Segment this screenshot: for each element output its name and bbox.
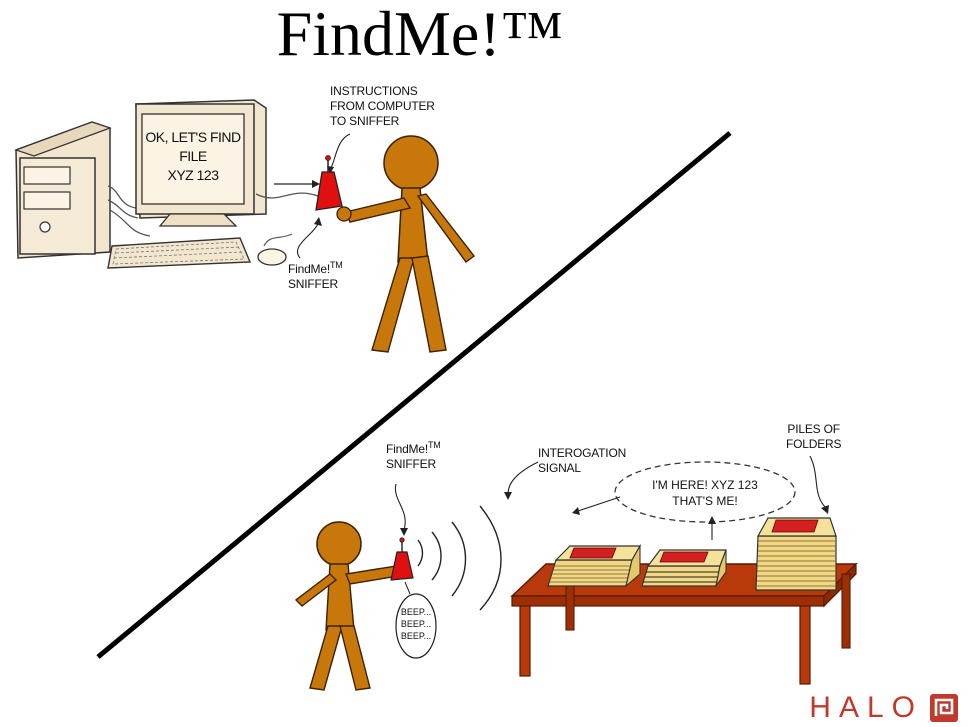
halo-spiral-icon bbox=[930, 694, 958, 722]
sniffer-label-bottom-line-1: FindMe! bbox=[386, 442, 428, 456]
interrogation-signal-label: INTEROGATION SIGNAL bbox=[538, 446, 626, 476]
screen-line-3: XYZ 123 bbox=[167, 167, 219, 183]
sniffer-label-bottom: FindMe!TM SNIFFER bbox=[386, 438, 441, 472]
piles-line-2: FOLDERS bbox=[786, 437, 842, 451]
instructions-line-1: INSTRUCTIONS bbox=[330, 84, 418, 98]
sniffer-label-top: FindMe!TM SNIFFER bbox=[288, 258, 343, 292]
folder-pile-middle bbox=[641, 549, 727, 587]
folder-pile-right bbox=[755, 517, 837, 591]
signal-line-2: SIGNAL bbox=[538, 461, 581, 475]
sniffer-device-top bbox=[315, 155, 343, 211]
sniffer-label-top-line-2: SNIFFER bbox=[288, 277, 338, 291]
halo-logo: HALO bbox=[809, 693, 959, 723]
diagonal-divider bbox=[96, 131, 732, 659]
instructions-line-3: TO SNIFFER bbox=[330, 114, 400, 128]
trademark-mark: TM bbox=[427, 440, 441, 450]
piles-line-1: PILES OF bbox=[787, 422, 840, 436]
bubble-line-2: THAT'S ME! bbox=[672, 494, 738, 508]
response-bubble bbox=[614, 461, 796, 523]
computer-tower bbox=[14, 121, 112, 259]
beep-line-3: BEEP... bbox=[400, 631, 432, 641]
response-bubble-text: I'M HERE! XYZ 123 THAT'S ME! bbox=[620, 477, 790, 509]
folder-pile-left bbox=[547, 543, 642, 588]
computer-mouse bbox=[257, 248, 287, 266]
sniffer-label-bottom-line-2: SNIFFER bbox=[386, 457, 436, 471]
trademark-mark: TM bbox=[329, 260, 343, 270]
instructions-label: INSTRUCTIONS FROM COMPUTER TO SNIFFER bbox=[330, 84, 435, 129]
sniffer-label-top-line-1: FindMe! bbox=[288, 262, 330, 276]
computer-keyboard bbox=[107, 237, 252, 269]
beep-line-2: BEEP... bbox=[400, 619, 432, 629]
bubble-line-1: I'M HERE! XYZ 123 bbox=[652, 478, 758, 492]
piles-of-folders-label: PILES OF FOLDERS bbox=[786, 422, 841, 452]
computer-monitor bbox=[135, 99, 267, 227]
halo-logo-text: HALO bbox=[809, 691, 923, 724]
instructions-line-2: FROM COMPUTER bbox=[330, 99, 435, 113]
sniffer-device-bottom bbox=[390, 537, 414, 581]
beep-bubble bbox=[395, 593, 437, 659]
page-title: FindMe!™ bbox=[276, 0, 564, 69]
signal-line-1: INTEROGATION bbox=[538, 446, 627, 460]
person-figure-bottom bbox=[294, 521, 407, 691]
beep-text: BEEP... BEEP... BEEP... bbox=[396, 606, 436, 642]
monitor-screen-text: OK, LET'S FIND FILE XYZ 123 bbox=[143, 128, 243, 185]
beep-line-1: BEEP... bbox=[400, 607, 432, 617]
screen-line-1: OK, LET'S FIND bbox=[145, 129, 241, 145]
person-figure-top bbox=[336, 135, 475, 353]
signal-waves bbox=[417, 505, 502, 611]
screen-line-2: FILE bbox=[179, 148, 207, 164]
